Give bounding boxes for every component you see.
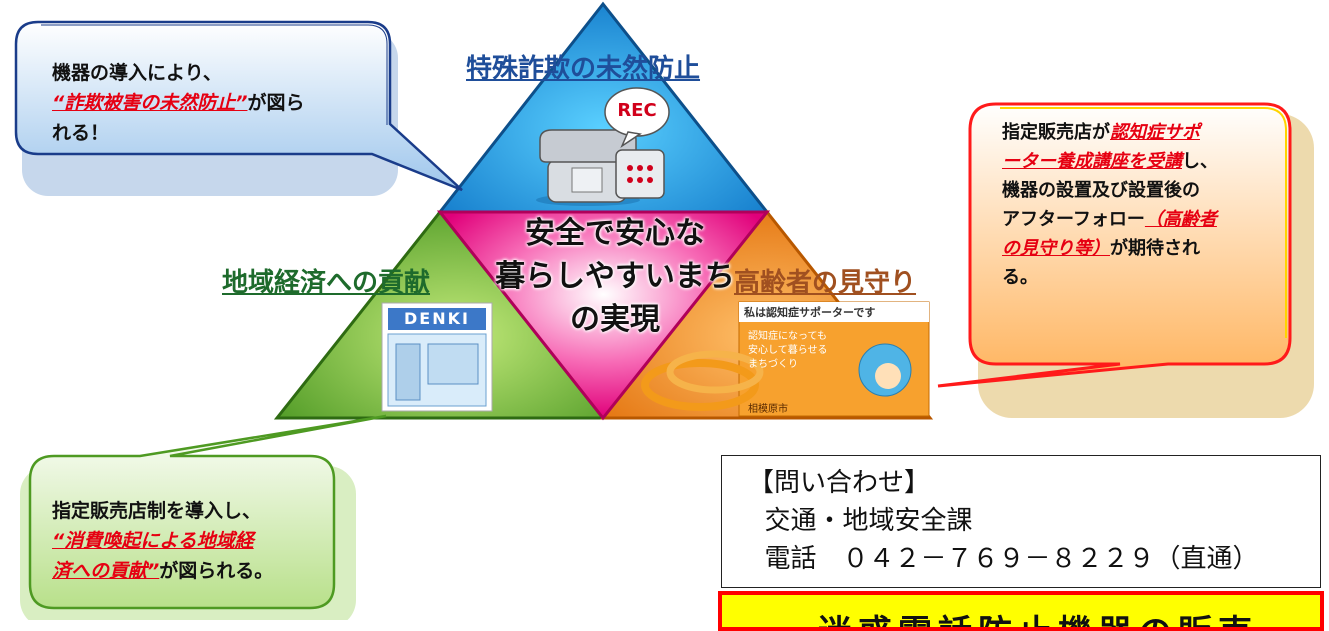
contact-department: 交通・地域安全課 bbox=[748, 506, 973, 536]
store-sign-label: DENKI bbox=[404, 309, 470, 328]
emphasis-text: ーター養成講座を受講 bbox=[1002, 151, 1182, 172]
emphasis-text: 済への貢献” bbox=[52, 560, 160, 582]
center-line: の実現 bbox=[570, 302, 660, 337]
supporter-sign-lines: 認知症になっても 安心して暮らせる まちづくり bbox=[748, 330, 828, 372]
rec-badge-label: REC bbox=[617, 100, 657, 121]
footer-banner: 迷惑電話防止機器の販売 bbox=[718, 591, 1324, 631]
emphasis-text: “消費喚起による地域経 bbox=[52, 530, 254, 552]
center-statement: 安全で安心な 暮らしやすいまち の実現 bbox=[480, 212, 750, 341]
store-icon bbox=[381, 302, 493, 412]
right-section-label: 高齢者の見守り bbox=[734, 268, 917, 298]
bubble-top-left-shape bbox=[14, 20, 463, 196]
supporter-sign-header: 私は認知症サポーターです bbox=[744, 306, 876, 319]
supporter-sign-footer: 相模原市 bbox=[748, 404, 788, 415]
contact-title: 【問い合わせ】 bbox=[748, 468, 931, 498]
bubble-line: “消費喚起による地域経 bbox=[52, 526, 342, 556]
left-section-label: 地域経済への貢献 bbox=[222, 268, 431, 298]
bubble-line: の見守り等）が期待され bbox=[1002, 234, 1282, 263]
emphasis-text: （高齢者 bbox=[1144, 209, 1217, 230]
telephone-icon bbox=[536, 129, 665, 206]
bubble-right-text: 指定販売店が認知症サポ ーター養成講座を受講し、 機器の設置及び設置後の アフタ… bbox=[1002, 118, 1282, 292]
bubble-line: アフターフォロー（高齢者 bbox=[1002, 205, 1282, 234]
supporter-sign-line: まちづくり bbox=[748, 359, 798, 370]
center-line: 暮らしやすいまち bbox=[495, 259, 735, 294]
emphasis-text: の見守り等） bbox=[1002, 238, 1110, 259]
emphasis-text: 認知症サポ bbox=[1110, 122, 1200, 143]
bubble-text: アフターフォロー bbox=[1002, 209, 1145, 230]
center-triangle bbox=[436, 210, 771, 421]
bubble-text: し、 bbox=[1182, 151, 1218, 172]
bubble-line: 指定販売店が認知症サポ bbox=[1002, 118, 1282, 147]
bubble-text: が図られる。 bbox=[159, 560, 274, 582]
contact-phone: 電話 ０４２－７６９－８２２９（直通） bbox=[748, 544, 1259, 574]
top-section-label: 特殊詐欺の未然防止 bbox=[466, 54, 701, 84]
bubble-line: 済への貢献”が図られる。 bbox=[52, 556, 342, 586]
footer-banner-text: 迷惑電話防止機器の販売 bbox=[818, 605, 1258, 627]
bubble-line: ーター養成講座を受講し、 bbox=[1002, 147, 1282, 176]
bubble-text: が図ら bbox=[247, 92, 305, 114]
bubble-line: “詐欺被害の未然防止”が図ら bbox=[52, 88, 382, 118]
bubble-line: 指定販売店制を導入し、 bbox=[52, 500, 262, 522]
bubble-right-shape bbox=[937, 102, 1314, 418]
bubble-line: 機器の導入により、 bbox=[52, 62, 222, 84]
bubble-line: れる！ bbox=[52, 122, 110, 144]
bubble-text: 指定販売店が bbox=[1002, 122, 1110, 143]
rec-badge-icon bbox=[604, 87, 670, 149]
center-line: 安全で安心な bbox=[525, 216, 705, 251]
contact-box: 【問い合わせ】 交通・地域安全課 電話 ０４２－７６９－８２２９（直通） bbox=[721, 455, 1321, 588]
bubble-line: 機器の設置及び設置後の bbox=[1002, 180, 1200, 201]
bubble-bottom-left-shape bbox=[20, 414, 387, 620]
emphasis-text: “詐欺被害の未然防止” bbox=[52, 92, 248, 114]
bubble-line: る。 bbox=[1002, 267, 1038, 288]
supporter-sign-line: 認知症になっても bbox=[748, 331, 827, 342]
supporter-sign-line: 安心して暮らせる bbox=[748, 345, 828, 356]
bubble-text: が期待され bbox=[1110, 238, 1200, 259]
supporter-sign-image bbox=[641, 301, 930, 417]
bubble-top-left-text: 機器の導入により、 “詐欺被害の未然防止”が図ら れる！ bbox=[52, 58, 382, 148]
bubble-bottom-left-text: 指定販売店制を導入し、 “消費喚起による地域経 済への貢献”が図られる。 bbox=[52, 496, 342, 586]
